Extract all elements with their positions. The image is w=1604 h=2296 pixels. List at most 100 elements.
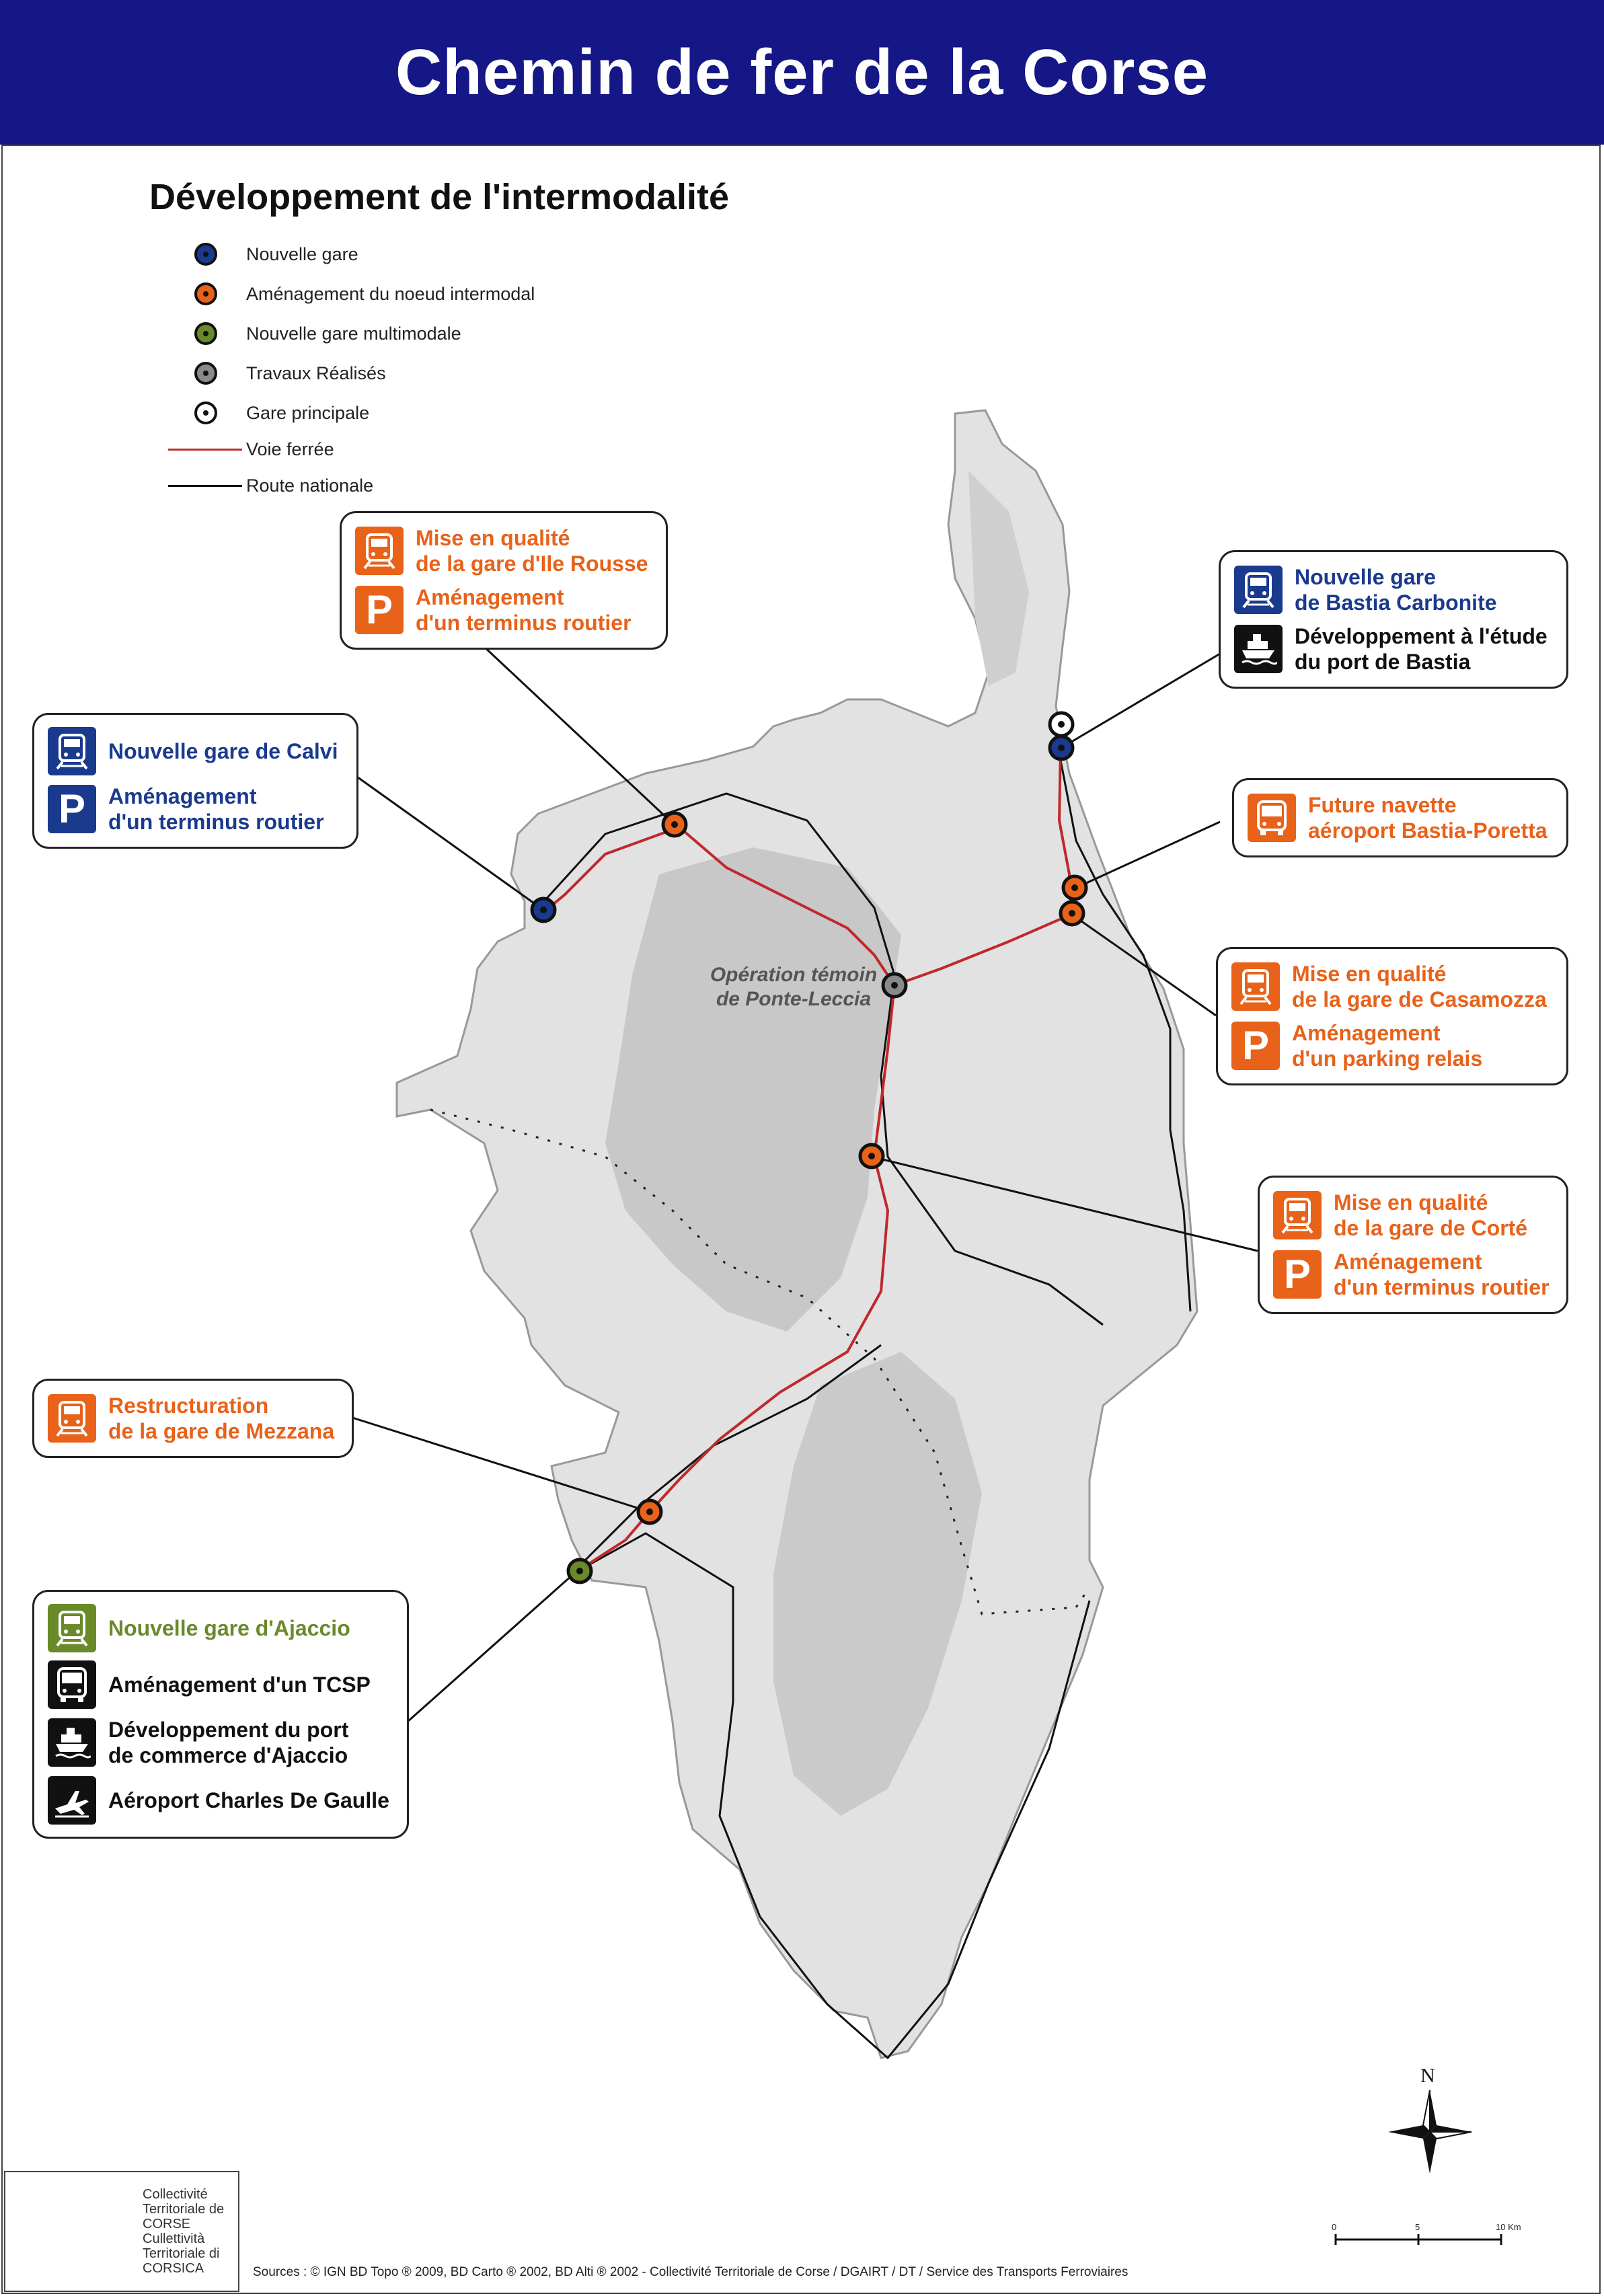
north-label: N <box>1420 2065 1435 2087</box>
legend-label: Voie ferrée <box>246 438 334 459</box>
legend-symbol <box>161 358 217 388</box>
callout-poretta: Future navette aéroport Bastia-Poretta <box>1232 778 1568 857</box>
callout-text: Aménagement d'un parking relais <box>1292 1021 1483 1071</box>
legend-item: Gare principale <box>161 398 369 428</box>
callout-row: Mise en qualité de la gare d'Ile Rousse <box>355 525 652 576</box>
legend-symbol <box>161 239 217 269</box>
route-nationale-south <box>584 1532 1091 2060</box>
parking-icon: P <box>355 586 404 634</box>
scale-label-10: 10 Km <box>1496 2222 1521 2232</box>
bus-icon <box>48 1660 96 1709</box>
parking-icon: P <box>48 785 96 833</box>
callout-text: Mise en qualité de la gare d'Ile Rousse <box>416 526 648 576</box>
leader-corte <box>871 1155 1258 1252</box>
leader-mezzana <box>352 1416 650 1513</box>
legend-symbol <box>161 434 242 464</box>
callout-row: Nouvelle gare de Calvi <box>48 727 343 775</box>
callout-row: Développement à l'étude du port de Basti… <box>1234 623 1553 675</box>
relief-mountains <box>605 847 901 1332</box>
callout-row: Future navette aéroport Bastia-Poretta <box>1248 792 1553 843</box>
leader-ajaccio <box>407 1568 579 1723</box>
callout-text: Aménagement d'un terminus routier <box>416 585 632 635</box>
legend-label: Travaux Réalisés <box>246 362 386 383</box>
bus-icon <box>1248 794 1296 842</box>
parking-icon: P <box>1273 1250 1322 1299</box>
scale-label-5: 5 <box>1415 2222 1420 2232</box>
legend-item: Aménagement du noeud intermodal <box>161 279 535 309</box>
callout-row: Restructuration de la gare de Mezzana <box>48 1393 338 1444</box>
relief-cap-corse <box>968 471 1029 686</box>
callout-text: Aménagement d'un TCSP <box>108 1673 371 1697</box>
sources-credit: Sources : © IGN BD Topo ® 2009, BD Carto… <box>253 2265 1129 2279</box>
train-icon <box>48 727 96 775</box>
train-icon <box>355 527 404 575</box>
callout-text: Restructuration de la gare de Mezzana <box>108 1393 335 1443</box>
legend-label: Route nationale <box>246 475 374 496</box>
legend-item: Travaux Réalisés <box>161 358 386 388</box>
callout-text: Nouvelle gare d'Ajaccio <box>108 1616 350 1640</box>
leader-poretta <box>1075 820 1221 889</box>
ship-icon <box>48 1718 96 1767</box>
legend-symbol <box>161 398 217 428</box>
callout-text: Aéroport Charles De Gaulle <box>108 1788 389 1812</box>
scale-label-0: 0 <box>1332 2222 1337 2232</box>
callout-row: Aéroport Charles De Gaulle <box>48 1776 393 1825</box>
leader-bastia <box>1061 652 1221 749</box>
map-subtitle: Développement de l'intermodalité <box>149 177 730 217</box>
callout-row: Nouvelle gare de Bastia Carbonite <box>1234 564 1553 615</box>
callout-text: Future navette aéroport Bastia-Poretta <box>1308 793 1548 843</box>
train-icon <box>1234 566 1283 614</box>
callout-mezzana: Restructuration de la gare de Mezzana <box>32 1379 354 1458</box>
train-icon <box>1273 1191 1322 1239</box>
scale-bar <box>1334 2234 1502 2245</box>
logo-box <box>4 2171 239 2292</box>
map-frame <box>1 145 1601 2294</box>
logo-text: Collectivité Territoriale de CORSE Culle… <box>143 2187 225 2276</box>
callout-text: Développement à l'étude du port de Basti… <box>1295 624 1548 674</box>
legend-label: Nouvelle gare multimodale <box>246 323 461 344</box>
parking-icon: P <box>1231 1022 1280 1070</box>
train-icon <box>48 1394 96 1443</box>
legend-symbol <box>161 319 217 348</box>
callout-text: Aménagement d'un terminus routier <box>108 784 324 834</box>
leader-ile-rousse <box>482 644 675 826</box>
leader-casamozza <box>1071 913 1217 1017</box>
legend-label: Gare principale <box>246 402 370 423</box>
plane-icon <box>48 1776 96 1825</box>
legend-symbol <box>161 471 242 500</box>
compass-rose <box>1388 2090 1472 2174</box>
legend-label: Nouvelle gare <box>246 243 358 264</box>
legend-item: Nouvelle gare <box>161 239 358 269</box>
page-title: Chemin de fer de la Corse <box>395 36 1209 108</box>
leader-calvi <box>354 774 544 911</box>
route-nationale-north <box>1058 753 1192 1312</box>
callout-text: Aménagement d'un terminus routier <box>1334 1250 1550 1299</box>
callout-text: Mise en qualité de la gare de Casamozza <box>1292 962 1547 1011</box>
callout-text: Nouvelle gare de Calvi <box>108 739 338 763</box>
callout-text: Mise en qualité de la gare de Corté <box>1334 1190 1528 1240</box>
legend-label: Aménagement du noeud intermodal <box>246 283 535 304</box>
train-icon <box>48 1604 96 1652</box>
ship-icon <box>1234 625 1283 673</box>
title-banner: Chemin de fer de la Corse <box>0 0 1604 145</box>
callout-row: Développement du port de commerce d'Ajac… <box>48 1717 393 1768</box>
relief-south <box>773 1352 982 1816</box>
callout-row: Mise en qualité de la gare de Casamozza <box>1231 961 1553 1012</box>
legend-symbol <box>161 279 217 309</box>
ponte-leccia-label: Opération témoin de Ponte-Leccia <box>710 964 878 1010</box>
callout-row: Aménagement d'un TCSP <box>48 1660 393 1709</box>
train-icon <box>1231 962 1280 1011</box>
legend-item: Nouvelle gare multimodale <box>161 319 461 348</box>
callout-row: Mise en qualité de la gare de Corté <box>1273 1190 1553 1241</box>
